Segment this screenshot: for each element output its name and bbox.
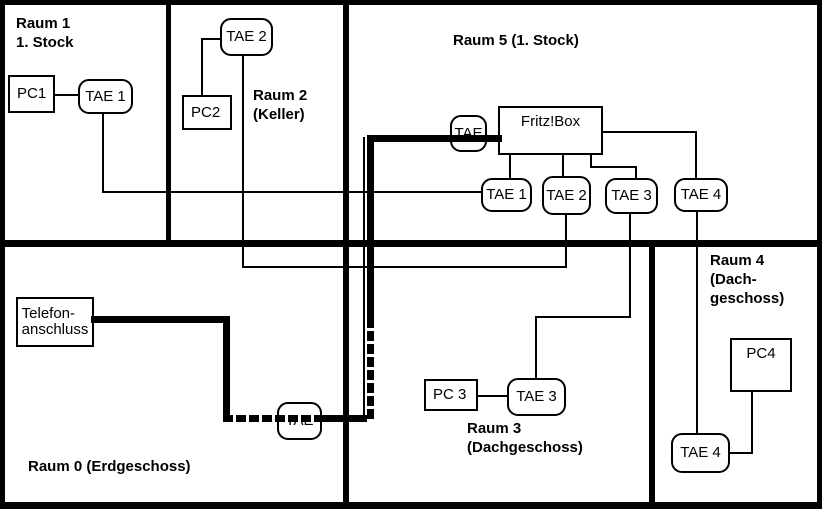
room-label-line: Raum 0 (Erdgeschoss)	[28, 458, 191, 475]
room-label-line: Raum 1	[16, 15, 71, 32]
wire-tae2-raum2-arm	[201, 38, 221, 40]
room-label-raum1: Raum 1 1. Stock	[16, 14, 74, 52]
wire-tae3-raum5-drop	[629, 213, 631, 318]
room-label-line: (Dachgeschoss)	[467, 439, 583, 456]
node-tae2-raum5: TAE 2	[542, 176, 591, 215]
wire-fritzbox-to-tae3-b	[590, 166, 637, 168]
room-label-raum4: Raum 4 (Dach-geschoss)	[710, 251, 784, 308]
node-tae3-raum5: TAE 3	[605, 178, 658, 214]
node-telefonanschluss: Telefon-anschluss	[16, 297, 94, 347]
node-tae-raum5: TAE	[450, 115, 487, 152]
node-label: PC1	[17, 85, 47, 102]
wire-tae1-link	[102, 191, 482, 193]
room-label-raum3: Raum 3 (Dachgeschoss)	[467, 419, 583, 457]
node-label: TAE 4	[680, 444, 721, 461]
node-label: TAE 1	[486, 186, 527, 203]
wall-divider-floor-horizontal	[0, 240, 822, 247]
cable-run-to-fritzbox	[366, 134, 502, 142]
wire-cable-inner-line	[363, 137, 365, 415]
wire-pc4-drop	[751, 391, 753, 454]
node-label-line: Telefon-	[21, 305, 76, 322]
room-label-line: Raum 4	[710, 252, 765, 269]
room-label-raum5: Raum 5 (1. Stock)	[453, 31, 579, 50]
node-fritzbox: Fritz!Box	[498, 106, 603, 155]
wire-fritzbox-to-tae3-a	[590, 154, 592, 168]
wire-tae3-link	[535, 316, 631, 318]
cable-run-to-tae-raum0	[222, 414, 330, 422]
node-label: TAE 1	[85, 87, 126, 105]
room-label-line: Raum 3	[467, 420, 522, 437]
wire-pc4-to-tae4	[729, 452, 753, 454]
node-pc4: PC4	[730, 338, 792, 392]
node-pc2: PC2	[182, 95, 232, 130]
wire-fritzbox-to-tae4-b	[695, 131, 697, 179]
wall-outer-left	[0, 0, 5, 509]
node-tae1-raum1: TAE 1	[78, 79, 133, 114]
node-label: TAE 3	[516, 388, 557, 405]
wire-fritzbox-to-tae2	[562, 154, 564, 177]
wall-outer-top	[0, 0, 822, 5]
cable-riser-raum0	[222, 315, 230, 422]
node-label: TAE 2	[226, 28, 267, 45]
wall-outer-right	[817, 0, 822, 509]
wire-pc3-to-tae3	[477, 395, 508, 397]
cable-telefonanschluss-out	[90, 315, 230, 323]
node-label: PC2	[191, 103, 221, 121]
node-tae2-raum2: TAE 2	[220, 18, 273, 56]
wall-divider-center-vertical	[343, 0, 349, 509]
wire-tae2-raum2-to-pc2	[201, 38, 203, 96]
node-tae1-raum5: TAE 1	[481, 178, 532, 212]
room-label-line: 1. Stock	[16, 34, 74, 51]
room-label-raum2: Raum 2 (Keller)	[253, 86, 307, 124]
node-label-line: anschluss	[21, 321, 89, 338]
node-label: Telefon-anschluss	[22, 306, 89, 338]
cable-riser-lower	[366, 317, 374, 422]
room-label-line: geschoss)	[710, 290, 785, 307]
wire-tae4-raum5-drop	[696, 211, 698, 434]
node-label: Fritz!Box	[520, 113, 581, 130]
node-label: TAE 4	[680, 186, 722, 203]
node-label: TAE 2	[546, 186, 587, 204]
room-label-line: (Dach-	[710, 271, 757, 288]
node-label: TAE 3	[611, 187, 652, 204]
wire-tae2-raum2-drop	[242, 55, 244, 268]
wire-tae2-link	[242, 266, 567, 268]
wall-outer-bottom	[0, 502, 822, 509]
node-tae4-raum4: TAE 4	[671, 433, 730, 473]
wire-tae1-raum1-drop	[102, 113, 104, 193]
wire-pc1-to-tae1	[54, 94, 79, 96]
wall-divider-raum1-raum2	[166, 0, 171, 247]
node-tae4-raum5: TAE 4	[674, 178, 728, 212]
wall-divider-raum3-raum4	[649, 240, 655, 509]
node-label: PC4	[746, 345, 776, 362]
wire-fritzbox-to-tae4-a	[602, 131, 697, 133]
cable-riser-upper	[366, 134, 374, 328]
room-label-raum0: Raum 0 (Erdgeschoss)	[28, 457, 191, 476]
room-label-line: Raum 2	[253, 87, 308, 104]
node-label: PC 3	[433, 386, 467, 403]
wire-tae2-raum5-drop	[565, 214, 567, 268]
wire-fritzbox-to-tae1	[509, 154, 511, 179]
wire-tae3-raum3-drop	[535, 316, 537, 379]
node-tae3-raum3: TAE 3	[507, 378, 566, 416]
cable-run-past-wall	[319, 414, 374, 422]
node-pc3: PC 3	[424, 379, 478, 411]
room-label-line: Raum 5 (1. Stock)	[453, 32, 579, 49]
room-label-line: (Keller)	[253, 106, 305, 123]
wire-fritzbox-to-tae3-c	[635, 166, 637, 179]
node-pc1: PC1	[8, 75, 55, 113]
